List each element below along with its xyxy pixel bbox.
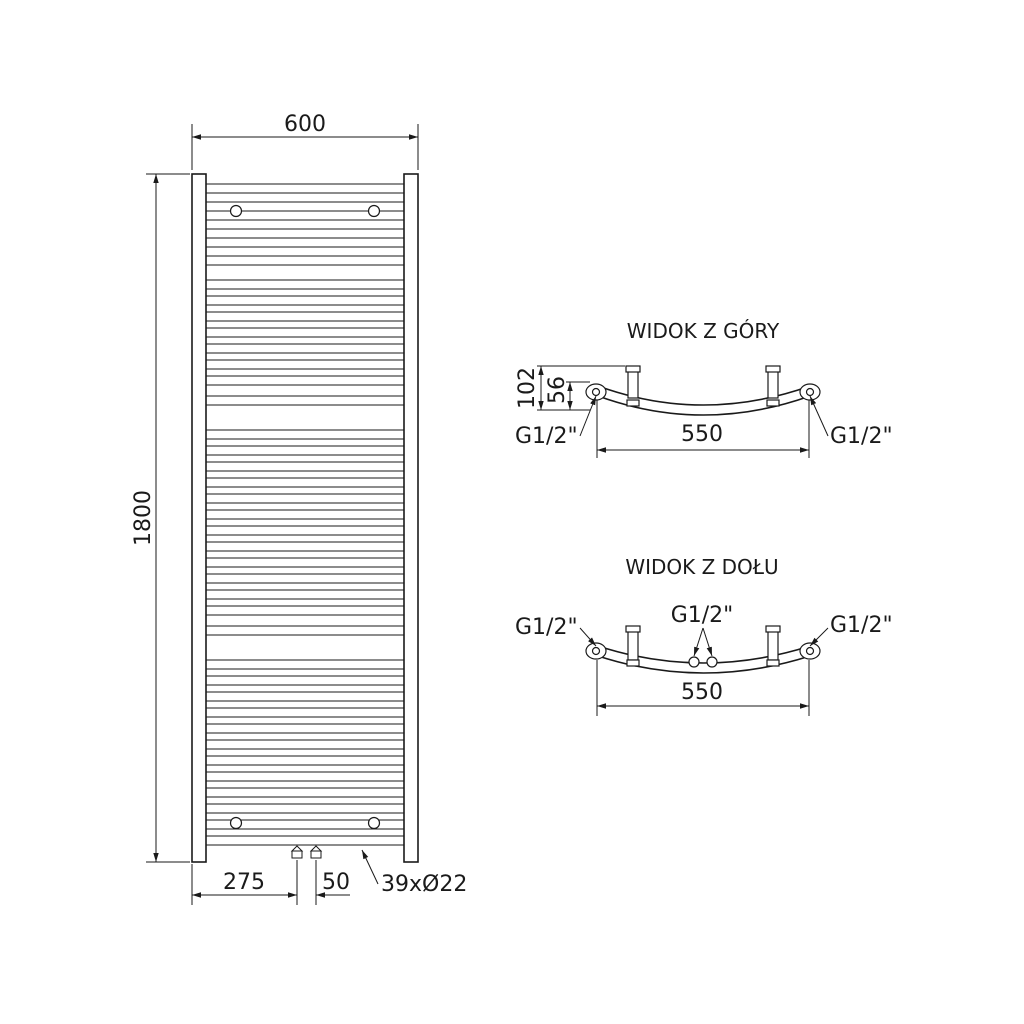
bottom-bracket-right [767, 629, 779, 661]
horizontal-tube [205, 723, 405, 734]
bottom-connection-right: G1/2" [830, 613, 893, 638]
horizontal-tube [205, 819, 405, 830]
horizontal-tube [205, 659, 405, 670]
top-connection-left: G1/2" [515, 424, 578, 449]
right-collector [403, 173, 419, 863]
horizontal-tube [205, 279, 405, 290]
top-curved-tube [597, 385, 811, 406]
bottom-valves [290, 845, 323, 859]
horizontal-tube [205, 755, 405, 766]
horizontal-tube [205, 445, 405, 456]
depth-outer-label: 102 [515, 367, 540, 409]
horizontal-tube [205, 691, 405, 702]
bottom-bracket-left [627, 629, 639, 661]
top-connection-right: G1/2" [830, 424, 893, 449]
mount-hole-bottom-right [367, 816, 381, 830]
horizontal-tube [205, 707, 405, 718]
horizontal-tube [205, 375, 405, 386]
bottom-curved-tube [597, 645, 811, 664]
horizontal-tube [205, 557, 405, 568]
horizontal-tube [205, 803, 405, 814]
horizontal-tube [205, 183, 405, 194]
mount-hole-bottom-left [229, 816, 243, 830]
horizontal-tube [205, 835, 405, 846]
horizontal-tube [205, 477, 405, 488]
horizontal-tube [205, 327, 405, 338]
top-view: WIDOK Z GÓRY 102 56 G1/2" G1/2" 550 [515, 319, 893, 458]
horizontal-tube [205, 739, 405, 750]
horizontal-tube [205, 787, 405, 798]
depth-inner-label: 56 [545, 376, 570, 404]
horizontal-tube [205, 255, 405, 266]
bottom-span-label: 550 [681, 680, 723, 705]
top-bracket-right [767, 369, 779, 399]
horizontal-tube [205, 771, 405, 782]
bottom-center-connection-left [688, 656, 700, 668]
width-label: 600 [284, 112, 326, 137]
horizontal-tube [205, 541, 405, 552]
horizontal-tube [205, 311, 405, 322]
top-span-label: 550 [681, 422, 723, 447]
mount-hole-top-right [367, 204, 381, 218]
tubes-leader [361, 849, 379, 885]
horizontal-tubes [205, 183, 405, 846]
top-view-title: WIDOK Z GÓRY [627, 319, 780, 343]
horizontal-tube [205, 343, 405, 354]
horizontal-tube [205, 201, 405, 212]
top-bracket-left [627, 369, 639, 399]
horizontal-tube [205, 625, 405, 636]
bottom-connection-left: G1/2" [515, 615, 578, 640]
horizontal-tube [205, 589, 405, 600]
horizontal-tube [205, 509, 405, 520]
horizontal-tube [205, 237, 405, 248]
height-label: 1800 [131, 490, 156, 546]
front-view: 600 1800 275 50 39xØ22 [131, 112, 467, 905]
tubes-label: 39xØ22 [381, 872, 467, 897]
bottom-view-title: WIDOK Z DOŁU [625, 555, 778, 579]
horizontal-tube [205, 573, 405, 584]
horizontal-tube [205, 493, 405, 504]
horizontal-tube [205, 395, 405, 406]
spacing-label: 50 [322, 870, 350, 895]
horizontal-tube [205, 605, 405, 616]
bottom-view: WIDOK Z DOŁU G1/2" G1/2" G1/2" 550 [515, 555, 893, 716]
bottom-connection-center: G1/2" [671, 603, 734, 628]
horizontal-tube [205, 359, 405, 370]
left-collector [191, 173, 207, 863]
horizontal-tube [205, 429, 405, 440]
bottom-center-connection-right [706, 656, 718, 668]
offset-label: 275 [223, 870, 265, 895]
horizontal-tube [205, 525, 405, 536]
horizontal-tube [205, 675, 405, 686]
horizontal-tube [205, 219, 405, 230]
mount-hole-top-left [229, 204, 243, 218]
horizontal-tube [205, 461, 405, 472]
horizontal-tube [205, 295, 405, 306]
